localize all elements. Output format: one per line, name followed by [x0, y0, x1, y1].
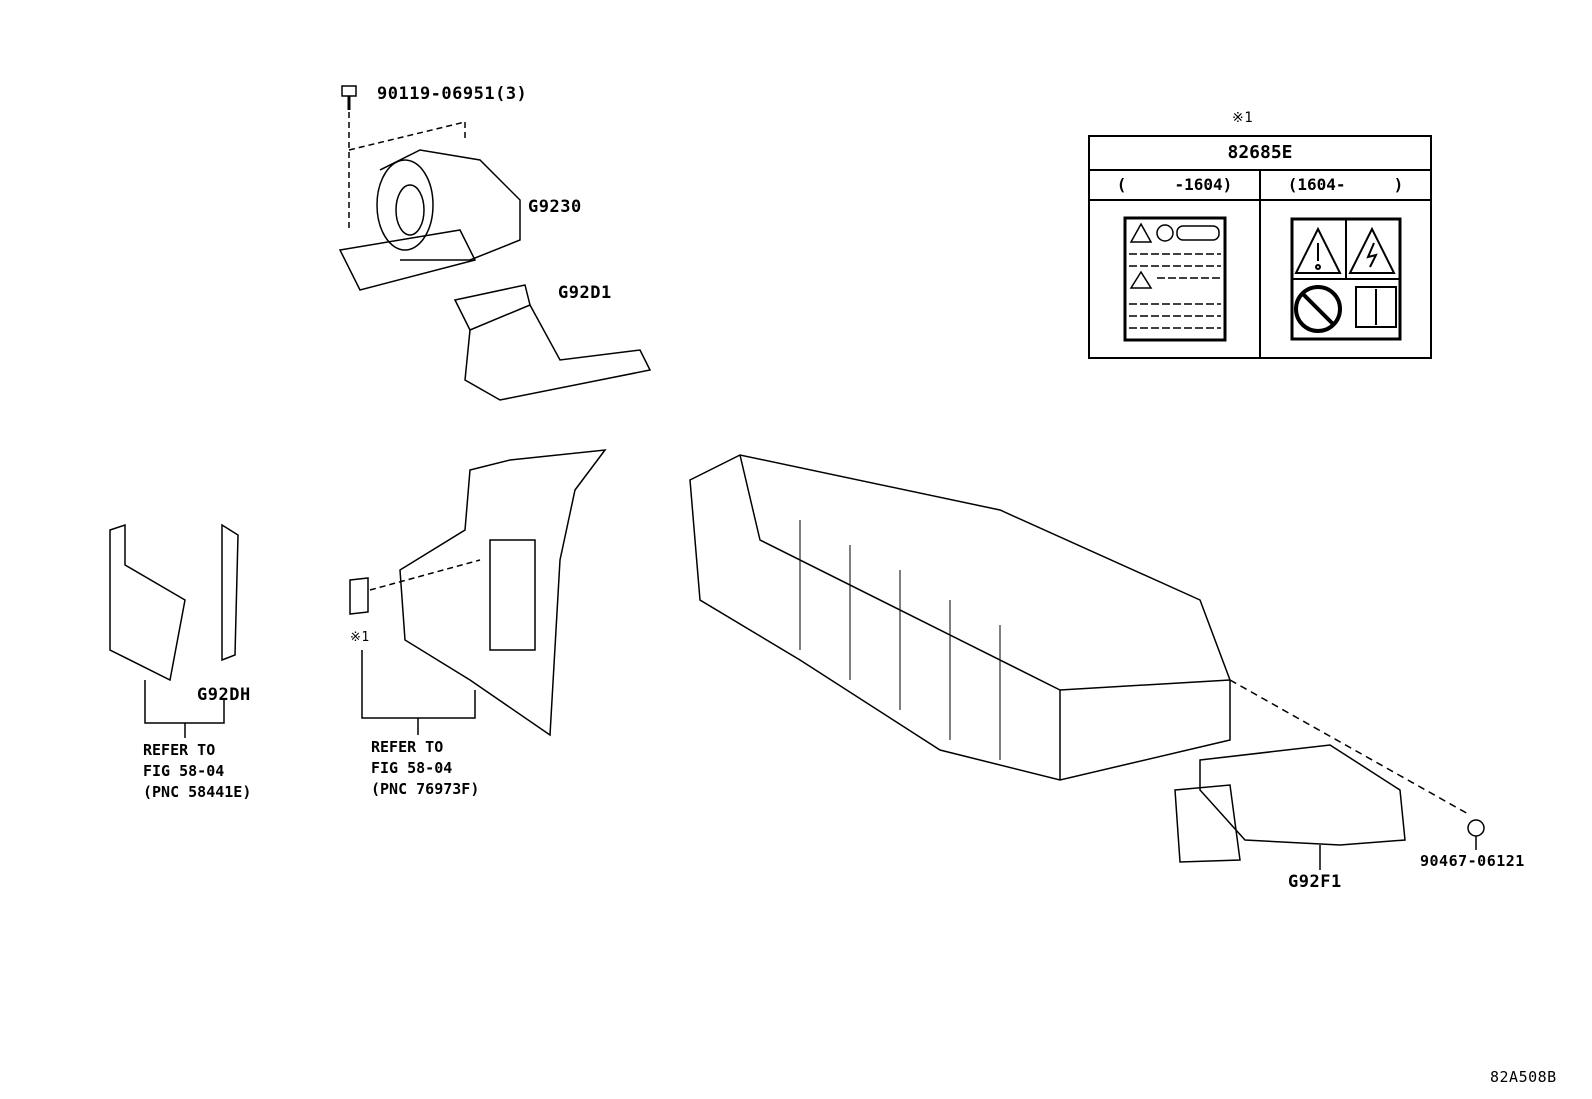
reference-line: (PNC 58441E)	[143, 783, 252, 801]
trim-panel-drawing	[349, 449, 607, 737]
reference-line: FIG 58-04	[143, 762, 225, 780]
cover-right-part-number[interactable]: G92F1	[1288, 872, 1342, 892]
reference-line: REFER TO	[143, 741, 216, 759]
date-range: ( -1604)	[1090, 171, 1259, 201]
side-cover-drawing	[109, 523, 239, 738]
label-note-mark: ※1	[350, 630, 370, 645]
reference-note-center[interactable]: REFER TO FIG 58-04 (PNC 76973F)	[371, 737, 479, 800]
battery-cover-drawing	[1174, 744, 1406, 870]
old-warning-label-icon	[1123, 216, 1226, 342]
reference-line: FIG 58-04	[371, 759, 453, 777]
reference-line: (PNC 76973F)	[371, 780, 480, 798]
blower-motor-drawing	[338, 149, 521, 291]
blower-part-number[interactable]: G9230	[528, 197, 582, 217]
label-part-number[interactable]: 82685E	[1090, 137, 1430, 171]
clip-part-number[interactable]: 90467-06121	[1420, 852, 1525, 870]
new-warning-label-icon	[1290, 217, 1401, 341]
reference-line: REFER TO	[371, 738, 444, 756]
clip-icon	[1467, 819, 1485, 850]
date-range: (1604- )	[1261, 171, 1430, 201]
air-duct-drawing	[453, 284, 652, 401]
duct-part-number[interactable]: G92D1	[558, 283, 612, 303]
bolt-part-number[interactable]: 90119-06951(3)	[377, 84, 528, 104]
label-column-new: (1604- )	[1259, 171, 1430, 357]
hybrid-battery-drawing	[689, 454, 1471, 816]
warning-label-table: 82685E ( -1604) (1604- )	[1088, 135, 1432, 359]
figure-code: 82A508B	[1490, 1068, 1557, 1086]
bolt-icon	[341, 85, 466, 230]
cover-left-part-number[interactable]: G92DH	[197, 685, 251, 705]
reference-note-left[interactable]: REFER TO FIG 58-04 (PNC 58441E)	[143, 740, 251, 803]
table-note-mark: ※1	[1232, 110, 1254, 126]
label-column-old: ( -1604)	[1090, 171, 1259, 357]
